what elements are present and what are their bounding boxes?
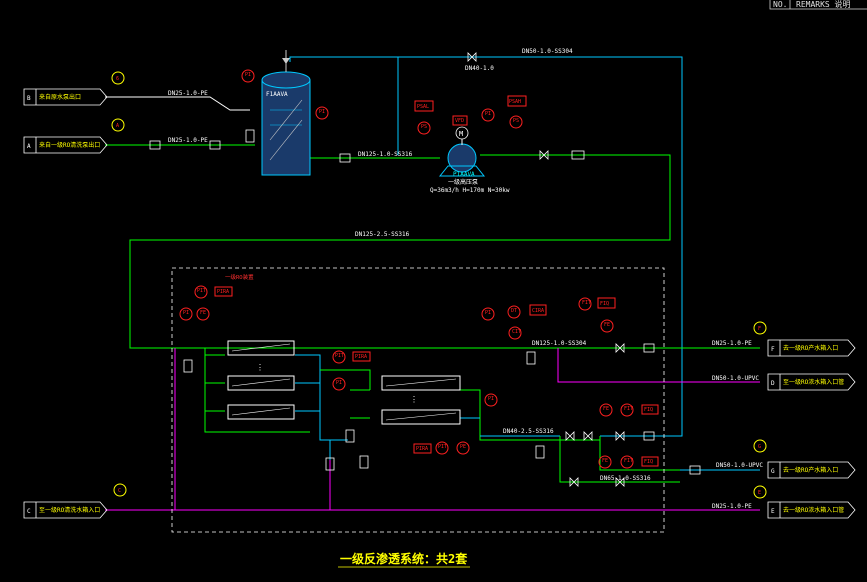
pump-tag: P1AAVA [453,171,475,178]
svg-text:PI: PI [488,396,494,402]
svg-text:PI: PI [485,310,491,316]
pipe-recirc [289,56,399,155]
svg-text:⋮: ⋮ [410,395,418,404]
svg-text:CIT: CIT [512,329,521,335]
line-label-8: DN25-1.0-PE [712,340,752,347]
connector-b: B 来自原水泵出口 [23,88,108,106]
line-label-4: DN125-2.5-SS316 [355,231,410,238]
svg-text:FE: FE [603,406,609,412]
svg-text:PIT: PIT [335,353,344,359]
connector-d-letter: D [771,380,775,387]
pipe-pump-out [129,154,671,349]
pipe-conc-d [557,348,760,383]
svg-text:FE: FE [602,458,608,464]
svg-text:PIRA: PIRA [416,446,428,452]
line-label-11: DN125-1.0-SS316 [358,151,413,158]
connector-g-letter: G [771,468,775,475]
svg-text:PS: PS [513,118,519,124]
line-label-13: DN40-1.0 [465,65,494,72]
pipe-recirc-top [398,56,683,437]
line-label-10: DN25-1.0-PE [712,503,752,510]
svg-text:E: E [758,490,761,496]
connector-d: D 至一级RO浓水箱入口管 [767,373,856,391]
connector-c-letter: C [27,508,31,515]
svg-text:PS: PS [421,124,427,130]
svg-text:PI: PI [183,310,189,316]
svg-text:PI: PI [245,72,251,78]
svg-text:M: M [459,130,463,138]
ro-piping [204,348,760,483]
line-label-12: DN65-1.0-SS316 [600,475,651,482]
svg-text:⋮: ⋮ [256,363,264,372]
line-label-6: DN40-2.5-SS316 [503,428,554,435]
svg-text:FIQ: FIQ [644,407,653,413]
svg-text:FE: FE [200,310,206,316]
svg-text:PE: PE [460,444,466,450]
connector-d-text: 至一级RO浓水箱入口管 [783,378,844,386]
connector-c: C 至一级RO清洗水箱入口 [23,501,108,519]
svg-text:A: A [116,123,119,129]
line-labels: DN25-1.0-PE DN25-1.0-PE DN50-1.0-SS304 D… [168,48,763,510]
ro-skid-boundary [171,267,665,533]
line-label-3: DN50-1.0-SS304 [522,48,573,55]
connector-f: F 去一级RO产水箱入口 [767,339,856,357]
pipe-feed-b [105,96,250,111]
svg-text:PIRA: PIRA [355,354,367,360]
svg-text:DT: DT [511,308,517,314]
svg-text:PSAL: PSAL [417,104,429,110]
cartridge-filter [261,50,311,176]
svg-text:PI: PI [336,380,342,386]
svg-text:PIT: PIT [438,444,447,450]
svg-text:CIRA: CIRA [532,308,544,314]
svg-text:FIT: FIT [624,458,633,464]
svg-text:FIT: FIT [582,300,591,306]
pump-desc: 一级高压泵 [448,178,478,186]
line-label-7: DN50-1.0-UPVC [712,375,759,382]
svg-text:VFD: VFD [455,118,464,124]
svg-text:FIT: FIT [624,406,633,412]
connector-e-letter: E [771,508,775,515]
instrument-bubbles: PI PI PSAL PS VFD PI PSAH PS PIT PIRA PI… [111,69,767,499]
svg-text:FIQ: FIQ [644,459,653,465]
svg-text:FIQ: FIQ [600,301,609,307]
title-block: NO. REMARKS 说明 [769,0,867,10]
svg-text:PSAH: PSAH [509,99,521,105]
svg-text:C: C [118,488,121,494]
svg-text:PI: PI [485,111,491,117]
connector-e-text: 去一级RO浓水箱入口管 [783,506,844,514]
svg-text:FE: FE [604,322,610,328]
bottom-title: 一级反渗透系统：共2套 [340,551,468,566]
svg-text:PIRA: PIRA [217,289,229,295]
svg-text:F: F [758,326,761,332]
valves [149,52,701,487]
title-no: NO. [773,0,787,9]
connector-a-text: 来自一级RO清洗泵出口 [39,141,100,149]
connector-a: A 来自一级RO清洗泵出口 [23,136,108,154]
connector-f-letter: F [771,346,775,353]
filter-tag: F1AAVA [266,91,288,98]
pump-spec: Q=36m3/h H=170m N=30kw [430,187,510,194]
connector-c-text: 至一级RO清洗水箱入口 [39,506,100,514]
connector-g: G 去一级RO产水箱入口 [767,461,856,479]
connector-e: E 去一级RO浓水箱入口管 [767,501,856,519]
connector-f-text: 去一级RO产水箱入口 [783,344,838,352]
connector-g-text: 去一级RO产水箱入口 [783,466,838,474]
svg-text:G: G [758,444,761,450]
connector-a-letter: A [27,143,31,150]
svg-text:6: 6 [116,76,119,82]
connector-b-letter: B [27,95,31,102]
connector-b-text: 来自原水泵出口 [39,93,81,101]
svg-text:PIT: PIT [197,288,206,294]
ro-skid-label: 一级RO装置 [225,273,254,281]
high-pressure-pump: M [438,126,486,177]
svg-text:PI: PI [319,109,325,115]
title-remarks: REMARKS 说明 [796,0,851,9]
line-label-1: DN25-1.0-PE [168,90,208,97]
line-label-2: DN25-1.0-PE [168,137,208,144]
line-label-5: DN125-1.0-SS304 [532,340,587,347]
ro-membranes: ⋮ ⋮ [227,340,461,425]
line-label-9: DN50-1.0-UPVC [716,462,763,469]
